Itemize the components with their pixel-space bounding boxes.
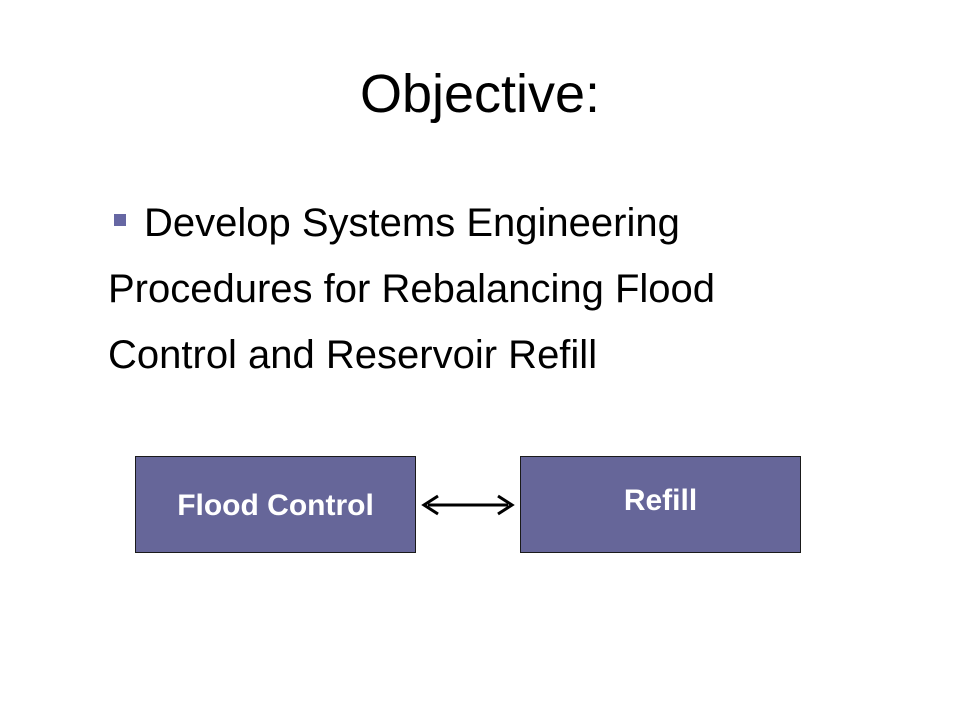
bullet-line-2: Procedures for Rebalancing Flood <box>108 267 716 311</box>
square-bullet-icon <box>114 214 126 226</box>
bullet-line-1-text: Develop Systems Engineering <box>144 201 680 245</box>
flood-control-box: Flood Control <box>135 456 416 553</box>
double-arrow-icon <box>421 494 515 516</box>
bullet-line-3: Control and Reservoir Refill <box>108 333 598 377</box>
bullet-line-1: Develop Systems Engineering <box>108 190 888 256</box>
refill-box: Refill <box>520 456 801 553</box>
objective-bullet: Develop Systems Engineering Procedures f… <box>108 190 888 388</box>
slide-title: Objective: <box>359 64 601 124</box>
